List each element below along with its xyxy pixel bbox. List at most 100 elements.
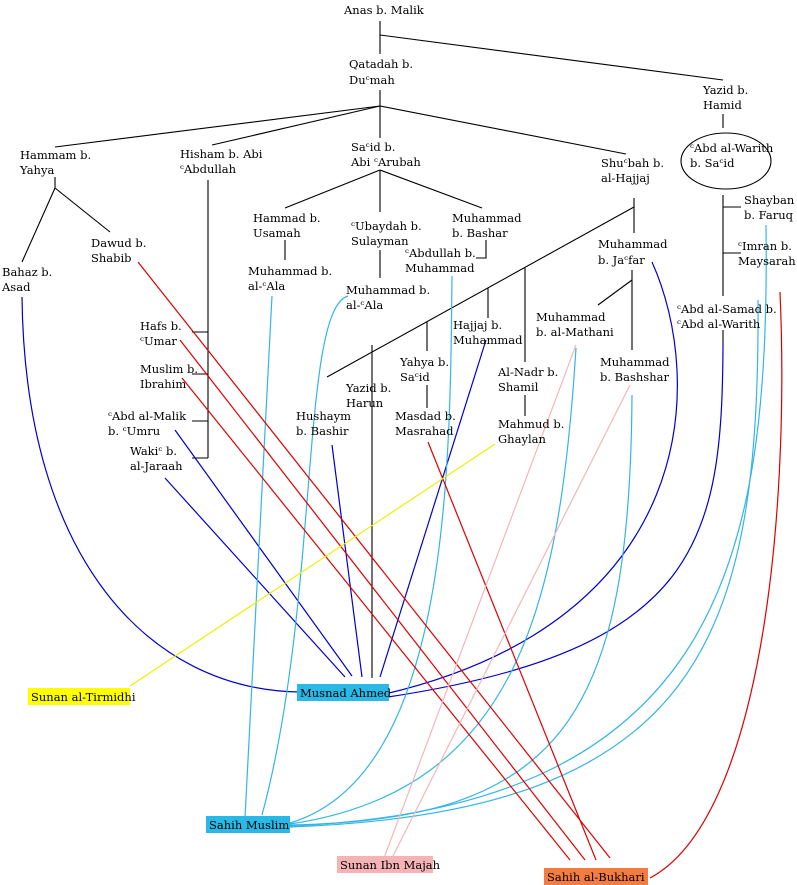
collection-bukhari-box [544, 868, 648, 885]
collection-tirmidhi-label: Sunan al-Tirmidhi [31, 690, 136, 704]
collection-majah-label: Sunan Ibn Majah [340, 858, 441, 872]
narrator-muhammad-ala-1-2: al-ᶜAla [248, 279, 285, 293]
line-imran-muslim [289, 299, 759, 828]
narrator-muhammad-jafar: Muhammad [598, 237, 668, 251]
line-muslimibrahim-bukhari [181, 377, 571, 861]
collection-bukhari-label: Sahih al-Bukhari [547, 870, 645, 884]
line-bashshar-majah [391, 384, 631, 859]
collection-majah[interactable]: Sunan Ibn Majah [337, 856, 441, 873]
narrator-hajjaj-2: Muhammad [453, 333, 523, 347]
link-said-hammad [284, 169, 381, 209]
narrator-mahmud: Mahmud b. [498, 417, 564, 431]
narrator-hafs-2: ᶜUmar [140, 334, 177, 348]
link-said-bashar [379, 169, 483, 209]
narrator-ubaydah-2: Sulayman [351, 234, 409, 248]
transmission-tree [21, 21, 772, 678]
narrator-yazid-harun: Yazid b. [345, 381, 391, 395]
narrator-hafs: Hafs b. [140, 319, 182, 333]
narrator-hisham-2: ᶜAbdullah [180, 162, 237, 176]
narrator-said-2: Abi ᶜArubah [350, 155, 421, 169]
narrator-shayban-2: b. Faruq [744, 208, 794, 222]
link-hammam-bahaz [21, 187, 56, 263]
link-anas-yazid-hamid [379, 34, 724, 81]
narrator-shubah-2: al-Hajjaj [601, 171, 650, 185]
line-mathani-muslim [289, 347, 577, 825]
collection-ahmed-label: Musnad Ahmed [300, 686, 392, 700]
narrator-masdad: Masdad b. [395, 409, 456, 423]
collection-muslim-label: Sahih Muslim [209, 818, 289, 832]
line-masdad-bukhari [427, 441, 597, 861]
narrator-muhammad-bashshar-2: b. Bashshar [600, 370, 669, 384]
collection-ahmed[interactable]: Musnad Ahmed [297, 684, 392, 701]
line-waki-ahmed [164, 477, 346, 678]
narrator-abdsamad-2: ᶜAbd al-Warith [677, 317, 761, 331]
narrator-waki: Wakiᶜ b. [130, 444, 177, 458]
link-shubah-hushaym [326, 206, 635, 378]
narrator-shayban: Shayban [744, 193, 795, 207]
narrator-masdad-2: Masrahad [395, 424, 454, 438]
narrator-yazid-hamid: Yazid b. [702, 83, 748, 97]
narrator-anas: Anas b. Malik [343, 3, 425, 17]
citation-lines [21, 224, 783, 879]
link-hisham-bracket [192, 180, 209, 459]
narrator-dawud: Dawud b. [91, 236, 146, 250]
line-bahaz-ahmed [21, 296, 301, 693]
line-hajjaj-ahmed [379, 339, 487, 678]
link-hub-hisham [211, 105, 381, 146]
narrator-waki-2: al-Jaraah [130, 459, 183, 473]
collection-tirmidhi-box [28, 688, 130, 705]
narrator-hushaym: Hushaym [296, 409, 351, 423]
narrator-muhammad-bashar: Muhammad [452, 211, 522, 225]
collection-muslim-box [206, 816, 290, 833]
narrator-hisham: Hisham b. Abi [180, 147, 263, 161]
narrator-muhammad-ala-1: Muhammad b. [248, 264, 332, 278]
narrator-hammam-2: Yahya [19, 163, 54, 177]
narrator-muhammad-ala-2: Muhammad b. [346, 283, 430, 297]
narrator-nadr-2: Shamil [498, 380, 539, 394]
line-abdsamad-ahmed [387, 344, 724, 698]
link-jafar-mathani [597, 279, 633, 306]
narrator-yahya-said-2: Saᶜid [400, 370, 430, 384]
narrator-abdwarith-2: b. Saᶜid [690, 156, 735, 170]
narrator-qatadah: Qatadah b. [349, 57, 413, 71]
line-abdmalik-ahmed [174, 429, 353, 677]
narrator-nadr: Al-Nadr b. [497, 365, 558, 379]
narrator-imran: ᶜImran b. [738, 239, 792, 253]
link-warith-vertical [722, 195, 741, 296]
narrator-imran-2: Maysarah [738, 254, 796, 268]
narrator-shubah: Shuᶜbah b. [601, 156, 664, 170]
line-imran-bukhari [649, 291, 783, 879]
collection-tirmidhi[interactable]: Sunan al-Tirmidhi [28, 688, 136, 705]
line-mathani-majah [383, 344, 577, 859]
link-hub-hammam [54, 105, 381, 148]
collections: Sunan al-Tirmidhi Musnad Ahmed Sahih Mus… [28, 684, 648, 885]
narrator-abdsamad: ᶜAbd al-Samad b. [677, 302, 777, 316]
narrator-dawud-2: Shabib [91, 251, 132, 265]
narrator-bahaz: Bahaz b. [2, 265, 52, 279]
link-bashar-abdullah [476, 240, 487, 259]
line-muhammadala2-muslim [261, 295, 349, 816]
collection-ahmed-box [297, 684, 389, 701]
narrator-muhammad-bashar-2: b. Bashar [452, 226, 508, 240]
link-hammam-dawud [54, 187, 111, 233]
narrator-hammam: Hammam b. [20, 148, 91, 162]
collection-muslim[interactable]: Sahih Muslim [206, 816, 290, 833]
narrator-muslim-ibrahim-2: Ibrahim [140, 377, 186, 391]
narrator-muhammad-bashshar: Muhammad [600, 355, 670, 369]
narrator-abdmalik-2: b. ᶜUmru [108, 424, 160, 438]
narrator-yazid-hamid-2: Hamid [703, 98, 742, 112]
line-mahmud-tirmidhi [129, 443, 496, 687]
narrator-abdwarith: ᶜAbd al-Warith [690, 141, 774, 155]
line-hushaym-ahmed [331, 444, 363, 678]
line-jafar-ahmed [384, 261, 678, 695]
link-hub-shubah [379, 105, 627, 155]
narrator-hammad-usamah-2: Usamah [253, 226, 301, 240]
collection-bukhari[interactable]: Sahih al-Bukhari [544, 868, 648, 885]
narrator-muhammad-mathani-2: b. al-Mathani [536, 325, 614, 339]
narrator-yahya-said: Yahya b. [399, 355, 449, 369]
narrator-muhammad-ala-2-2: al-ᶜAla [346, 298, 383, 312]
narrator-mahmud-2: Ghaylan [498, 432, 546, 446]
narrator-abdmalik: ᶜAbd al-Malik [108, 409, 187, 423]
narrators: Anas b. Malik Qatadah b. Duᶜmah Yazid b.… [1, 3, 796, 473]
